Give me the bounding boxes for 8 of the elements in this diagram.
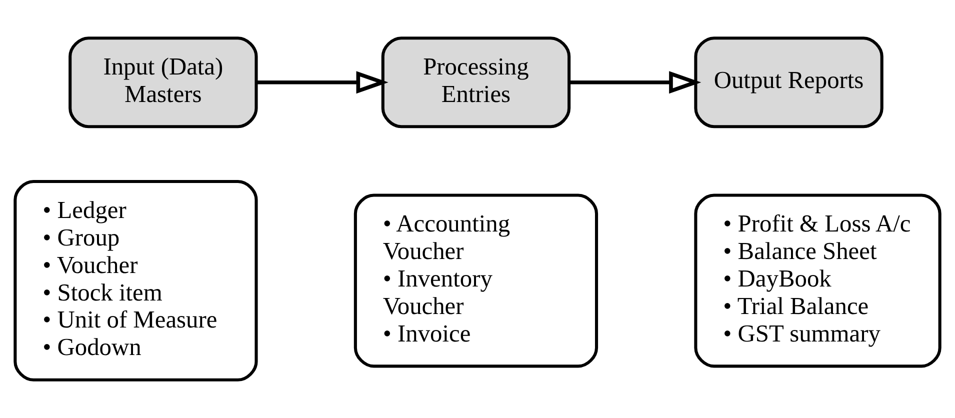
node-box: Processing Entries	[381, 36, 571, 128]
node-box: • Accounting Voucher • Inventory Voucher • Invoice	[354, 194, 598, 368]
arrow	[256, 71, 388, 94]
node-box: Input (Data) Masters	[68, 36, 258, 128]
node-box: Output Reports	[694, 36, 884, 128]
node-box: • Profit & Loss A/c • Balance Sheet • DayBook • Trial Balance • GST summary	[694, 194, 942, 368]
arrow	[569, 71, 702, 94]
node-box: • Ledger • Group • Voucher • Stock item • Unit of Measure • Godown	[14, 180, 258, 382]
